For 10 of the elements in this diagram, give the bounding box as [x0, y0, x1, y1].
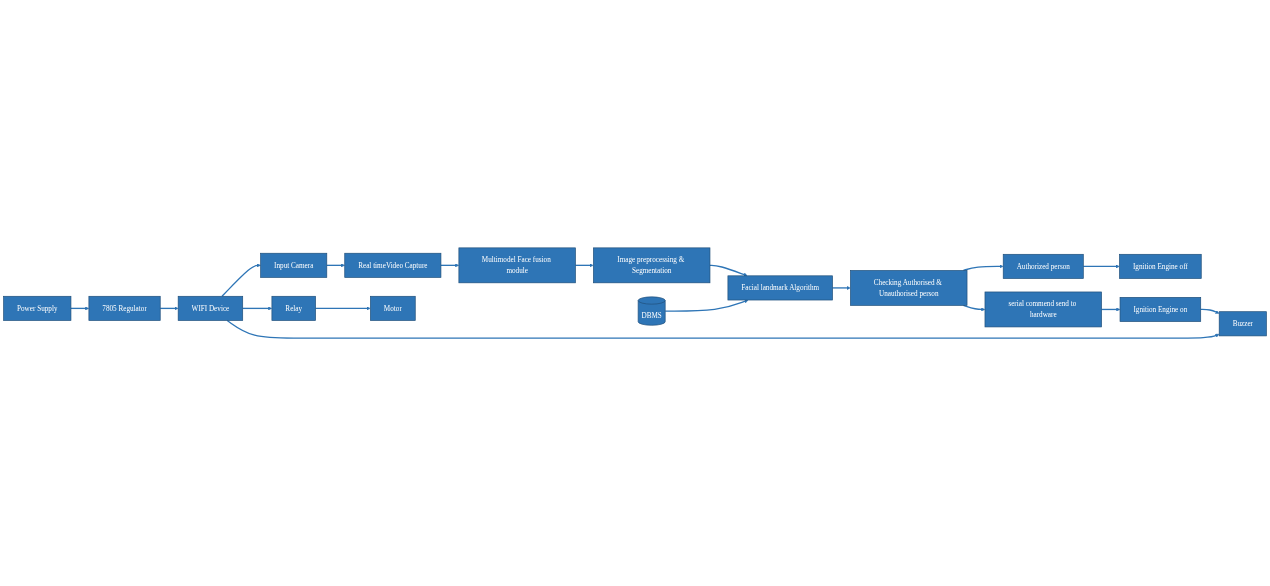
arrow [664, 299, 749, 312]
arrow [242, 306, 273, 311]
arrow [1200, 308, 1220, 314]
arrow [709, 264, 748, 277]
arrow [1082, 264, 1120, 269]
arrow [226, 319, 1220, 339]
arrow [962, 264, 1004, 272]
arrow [314, 306, 371, 311]
arrow [221, 263, 261, 297]
arrow [831, 285, 851, 290]
